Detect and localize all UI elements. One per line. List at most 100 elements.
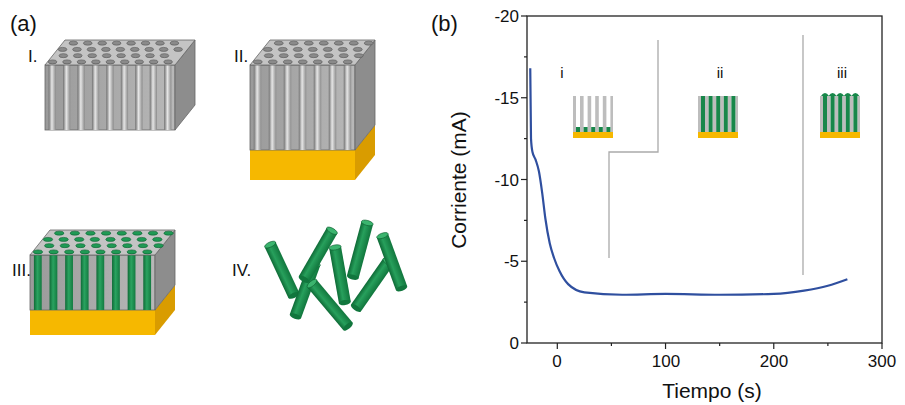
pore-hole — [111, 250, 120, 254]
pore-hole — [349, 41, 358, 45]
pore-hole — [73, 47, 82, 51]
icon-deposit — [838, 96, 842, 132]
pore-hole — [65, 250, 74, 254]
pore-hole — [48, 60, 57, 64]
pore-wall — [78, 65, 85, 130]
pore-hole — [76, 244, 85, 248]
icon-template — [698, 96, 738, 132]
y-tick — [521, 179, 527, 180]
pore-hole — [59, 237, 68, 241]
x-tick-label: 100 — [652, 353, 680, 370]
y-tick-label: -5 — [504, 253, 519, 270]
pore-wall — [63, 65, 70, 130]
pore-hole — [164, 231, 173, 235]
icon-pore — [584, 96, 588, 132]
nanowire-tip — [326, 226, 339, 236]
pore-hole — [63, 60, 72, 64]
pore-hole — [263, 47, 272, 51]
step-number: I. — [28, 48, 37, 65]
y-tick-label: 0 — [510, 335, 519, 352]
pore-hole — [60, 244, 69, 248]
pore-hole — [308, 47, 317, 51]
pore-hole — [309, 54, 318, 58]
pore-hole — [149, 60, 158, 64]
pore-hole — [102, 54, 111, 58]
gold-substrate — [30, 310, 155, 335]
pore-hole — [324, 54, 333, 58]
nanowire-tip — [264, 240, 277, 250]
pore-wall — [49, 65, 56, 130]
pore-wall — [344, 65, 352, 150]
pore-wall — [34, 255, 42, 310]
pore-wall — [106, 65, 113, 130]
pore-hole — [120, 60, 129, 64]
pore-wall — [135, 65, 142, 130]
stage-label: i — [560, 65, 563, 80]
x-tick — [827, 343, 828, 346]
pore-hole — [354, 54, 363, 58]
icon-cap — [821, 93, 829, 96]
nanowire-end — [350, 302, 363, 313]
pore-hole — [87, 47, 96, 51]
pore-hole — [170, 41, 179, 45]
pore-hole — [141, 41, 150, 45]
pore-hole — [135, 60, 144, 64]
pore-hole — [127, 41, 136, 45]
icon-gold — [698, 132, 738, 138]
stage-icon — [573, 96, 613, 138]
pore-hole — [112, 41, 121, 45]
nanowire — [306, 278, 354, 332]
y-tick — [524, 56, 527, 57]
pore-hole — [264, 54, 273, 58]
pore-wall — [314, 65, 322, 150]
pore-hole — [75, 237, 84, 241]
stage-label: ii — [717, 65, 724, 80]
icon-deposit — [831, 96, 835, 132]
nanowire-tip — [361, 219, 374, 227]
icon-template — [820, 96, 860, 132]
icon-pore — [599, 96, 603, 132]
icon-deposit — [853, 96, 857, 132]
icon-pore — [576, 96, 580, 132]
pore-wall — [81, 255, 89, 310]
nanowire-body — [351, 259, 393, 312]
template-top — [30, 230, 175, 255]
icon-pore — [731, 96, 735, 132]
step-number: III. — [12, 262, 31, 279]
pore-hole — [353, 47, 362, 51]
pore-wall — [128, 255, 136, 310]
y-tick — [521, 261, 527, 262]
pore-hole — [127, 250, 136, 254]
pore-hole — [338, 47, 347, 51]
pore-wall — [164, 65, 171, 130]
icon-pore — [853, 96, 857, 132]
nanowire-body — [347, 221, 373, 278]
y-tick — [524, 138, 527, 139]
pore-hole — [339, 54, 348, 58]
pore-wall — [112, 255, 120, 310]
y-tick — [521, 342, 527, 343]
x-tick — [611, 343, 612, 346]
pore-wall — [254, 65, 262, 150]
y-tick — [524, 220, 527, 221]
template-drawings — [30, 40, 408, 335]
y-tick-label: -15 — [494, 90, 519, 107]
pore-hole — [91, 244, 100, 248]
plot-frame — [527, 16, 882, 343]
x-tick-label: 300 — [868, 353, 896, 370]
nanowire-end — [339, 299, 352, 306]
template-top — [45, 40, 195, 65]
pore-hole — [343, 60, 352, 64]
y-tick — [521, 15, 527, 16]
icon-deposit — [576, 127, 580, 132]
nanowire-body — [307, 280, 352, 331]
pore-hole — [133, 231, 142, 235]
y-tick-label: -10 — [494, 172, 519, 189]
nanowire-end — [298, 274, 311, 284]
pore-wall — [150, 65, 157, 130]
pore-hole — [143, 250, 152, 254]
pore-hole — [131, 54, 140, 58]
template-top — [250, 40, 375, 65]
x-tick — [719, 343, 720, 346]
